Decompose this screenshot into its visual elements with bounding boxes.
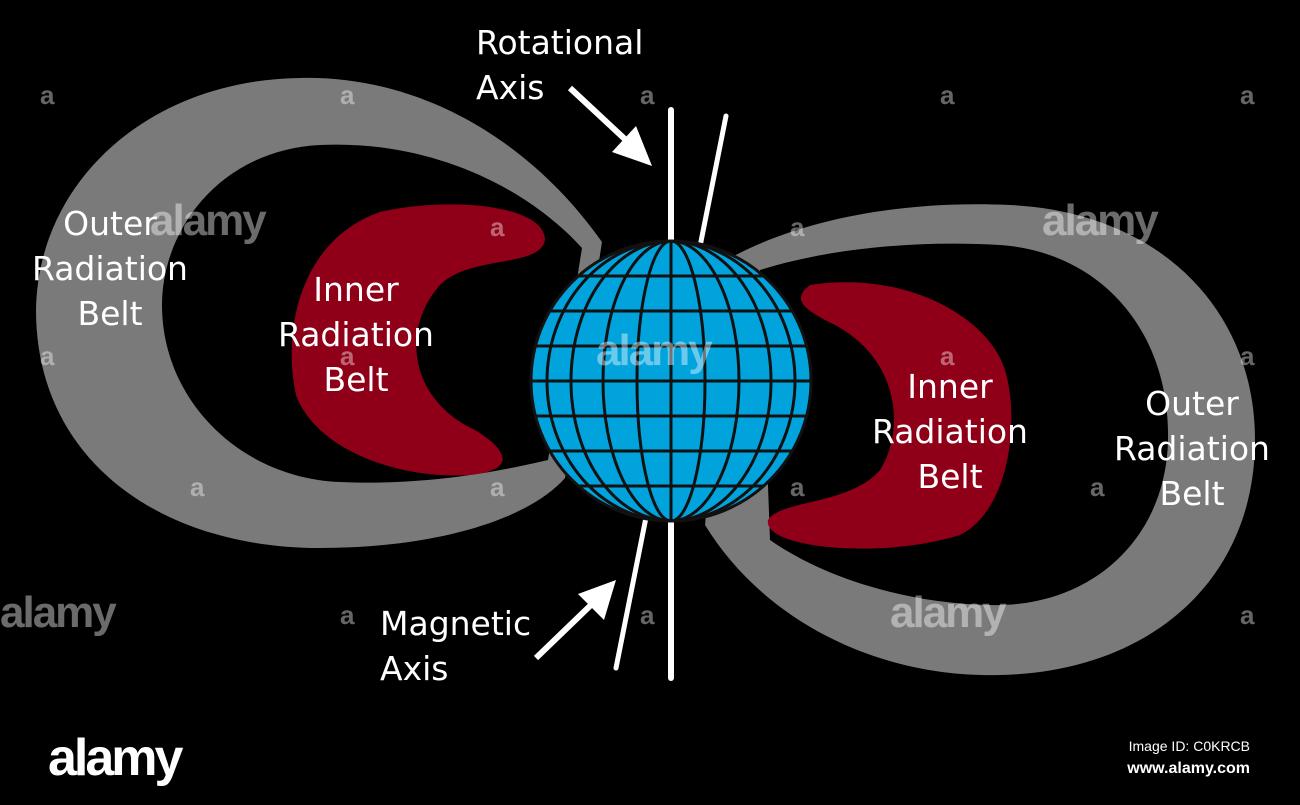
outer-belt-left-label-line2: Radiation: [32, 249, 188, 288]
magnetic-axis-label-line2: Axis: [380, 649, 449, 688]
inner-belt-right-label: Inner Radiation Belt: [870, 364, 1030, 499]
image-id-text: Image ID: C0KRCB: [1128, 738, 1250, 754]
inner-belt-left: [291, 204, 545, 476]
watermark-mark: a: [340, 80, 355, 110]
magnetic-axis-label: Magnetic Axis: [380, 601, 531, 691]
watermark-mark: a: [790, 472, 805, 502]
rotational-axis-label-line1: Rotational: [476, 23, 644, 62]
earth-globe: [529, 239, 813, 523]
inner-belt-right-label-line3: Belt: [917, 457, 983, 496]
watermark-mark: a: [640, 80, 655, 110]
outer-belt-left-label: Outer Radiation Belt: [30, 201, 190, 336]
outer-belt-right-label: Outer Radiation Belt: [1112, 381, 1272, 516]
outer-belt-right-label-line3: Belt: [1159, 474, 1225, 513]
watermark-mark: a: [940, 341, 955, 371]
watermark-mark: a: [940, 80, 955, 110]
watermark-logo: alamy: [596, 326, 713, 375]
inner-belt-left-label-line1: Inner: [313, 270, 399, 309]
outer-belt-right: [705, 204, 1255, 676]
outer-belt-left-label-line3: Belt: [77, 294, 143, 333]
watermark-logo: alamy: [890, 588, 1007, 637]
magnetic-axis-label-line1: Magnetic: [380, 604, 532, 643]
rotational-axis-arrow: [567, 85, 652, 166]
inner-belt-right-label-line1: Inner: [907, 367, 993, 406]
inner-belt-left-label: Inner Radiation Belt: [276, 267, 436, 402]
rotational-axis-label: Rotational Axis: [476, 20, 643, 110]
site-url-text: www.alamy.com: [1127, 760, 1250, 777]
inner-belt-right: [767, 282, 1012, 549]
watermark-logo: alamy: [1042, 196, 1159, 245]
watermark-mark: a: [190, 472, 205, 502]
watermark-mark: a: [40, 341, 55, 371]
inner-belt-left-label-line2: Radiation: [278, 315, 434, 354]
outer-belt-left: [36, 77, 602, 549]
watermark-mark: a: [340, 341, 355, 371]
watermark-logo: alamy: [0, 588, 117, 637]
watermark-mark: a: [40, 80, 55, 110]
watermark-mark: a: [640, 600, 655, 630]
watermark-mark: a: [1240, 341, 1255, 371]
alamy-logo: alamy: [48, 729, 183, 787]
watermark-logo: alamy: [150, 196, 267, 245]
rotational-axis-label-line2: Axis: [476, 68, 545, 107]
outer-belt-left-label-line1: Outer: [63, 204, 157, 243]
watermark-mark: a: [1240, 80, 1255, 110]
watermark-mark: a: [1240, 600, 1255, 630]
outer-belt-right-label-line2: Radiation: [1114, 429, 1270, 468]
watermark-mark: a: [490, 472, 505, 502]
watermark-mark: a: [1090, 472, 1105, 502]
magnetic-axis-arrow: [533, 580, 616, 661]
outer-belt-right-label-line1: Outer: [1145, 384, 1239, 423]
watermark-mark: a: [340, 600, 355, 630]
inner-belt-left-label-line3: Belt: [323, 360, 389, 399]
watermark-mark: a: [490, 212, 505, 242]
watermark-mark: a: [790, 212, 805, 242]
inner-belt-right-label-line2: Radiation: [872, 412, 1028, 451]
